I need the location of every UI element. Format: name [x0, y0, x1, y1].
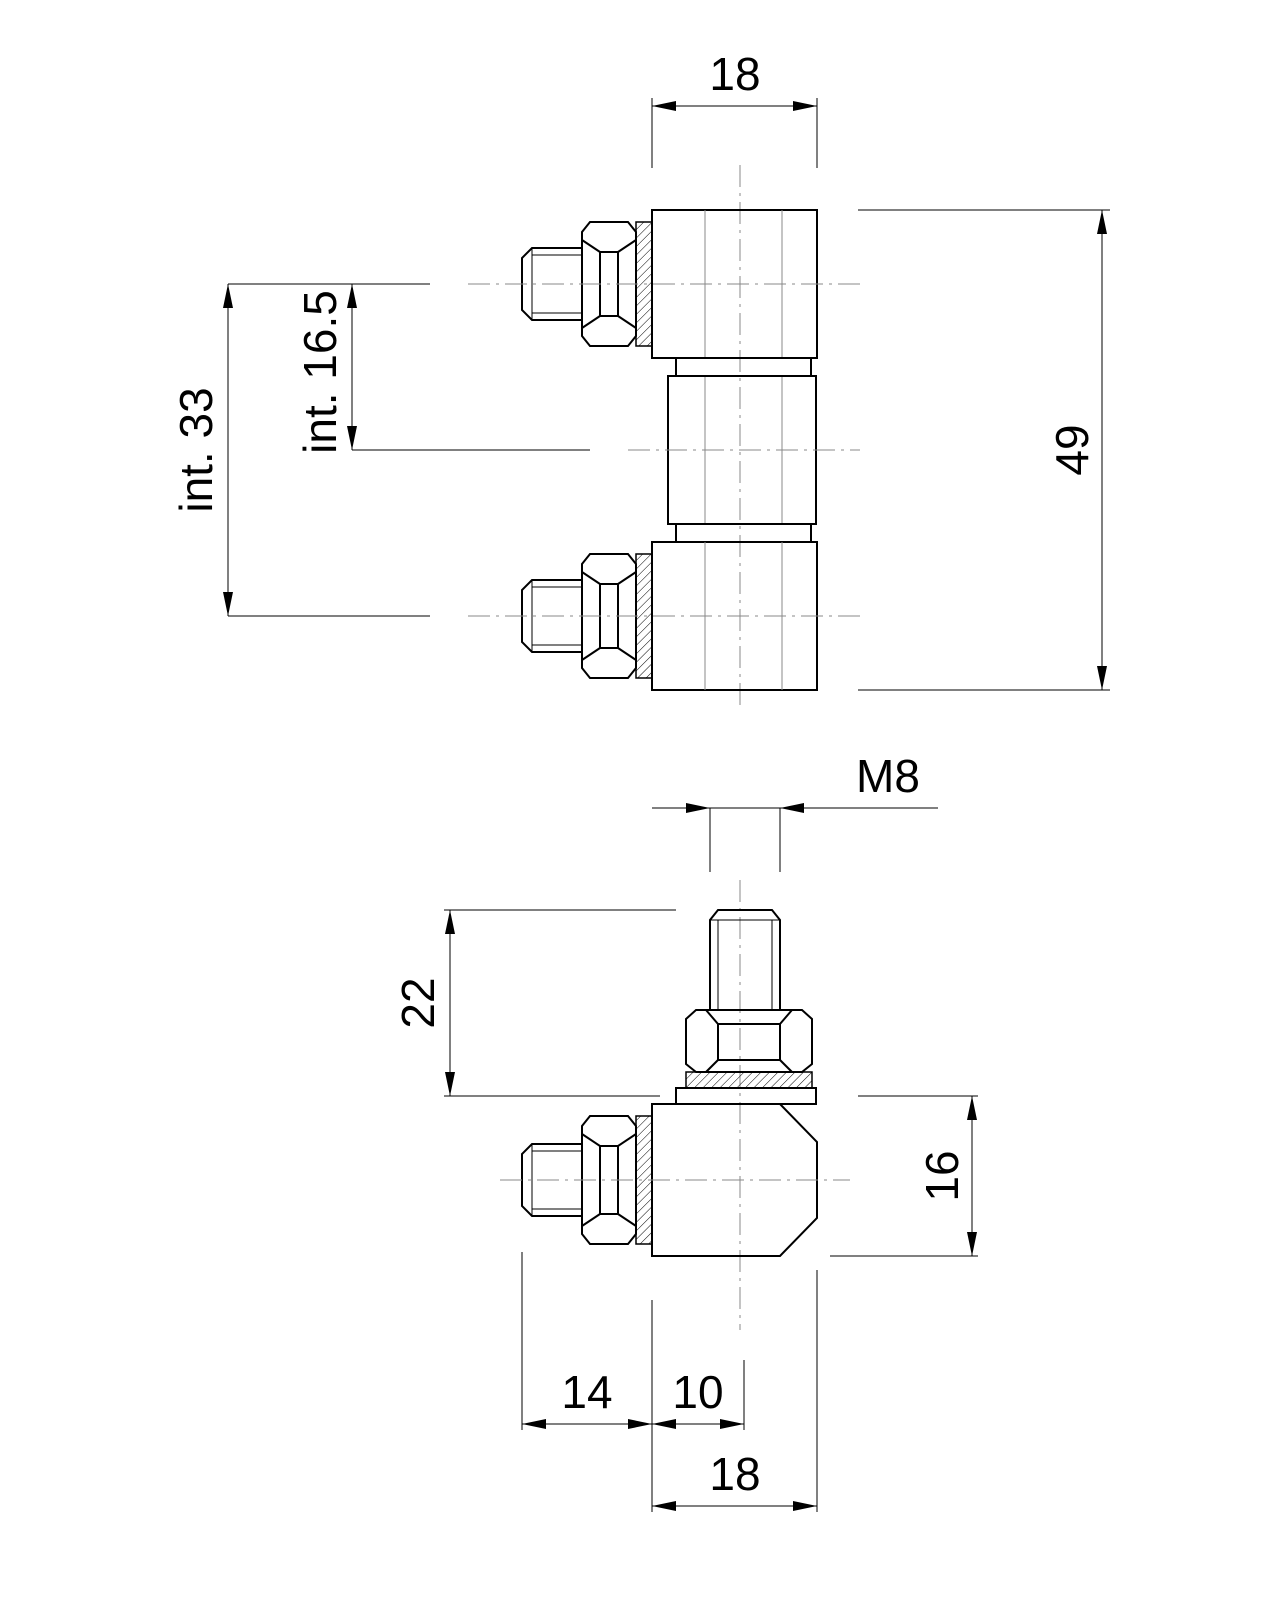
dim-bottom-width-label: 18 — [709, 1448, 760, 1500]
dim-center-offset-label: 10 — [672, 1366, 723, 1418]
dim-left-offset: 14 — [521, 1252, 653, 1512]
dim-left-offset-label: 14 — [561, 1366, 612, 1418]
dim-center-offset: 10 — [652, 1360, 745, 1430]
dim-thread-label: M8 — [856, 750, 920, 802]
dim-block-height-label: 16 — [916, 1150, 968, 1201]
dim-int-16-5-label: int. 16.5 — [294, 290, 346, 454]
dim-overall-height-label: 49 — [1046, 424, 1098, 475]
dim-int-16-5: int. 16.5 — [294, 284, 590, 454]
vertical-washer — [685, 1071, 813, 1089]
dim-stud-length: 22 — [392, 909, 676, 1097]
dim-int-33-label: int. 33 — [170, 387, 222, 512]
dim-top-width-label: 18 — [709, 48, 760, 100]
dim-block-height: 16 — [830, 1095, 978, 1257]
top-view: 18 49 int. 33 int. 16.5 — [170, 48, 1110, 710]
dim-bottom-width: 18 — [652, 1270, 818, 1512]
dim-top-width: 18 — [651, 48, 818, 168]
dim-stud-length-label: 22 — [392, 977, 444, 1028]
side-view: M8 22 16 14 — [392, 750, 978, 1512]
dim-overall-height: 49 — [858, 209, 1110, 691]
vertical-hex-nut — [685, 1009, 813, 1073]
dim-thread: M8 — [652, 750, 938, 872]
dim-int-33: int. 33 — [170, 283, 430, 617]
side-block — [651, 1103, 818, 1257]
vertical-stud — [709, 909, 781, 1010]
